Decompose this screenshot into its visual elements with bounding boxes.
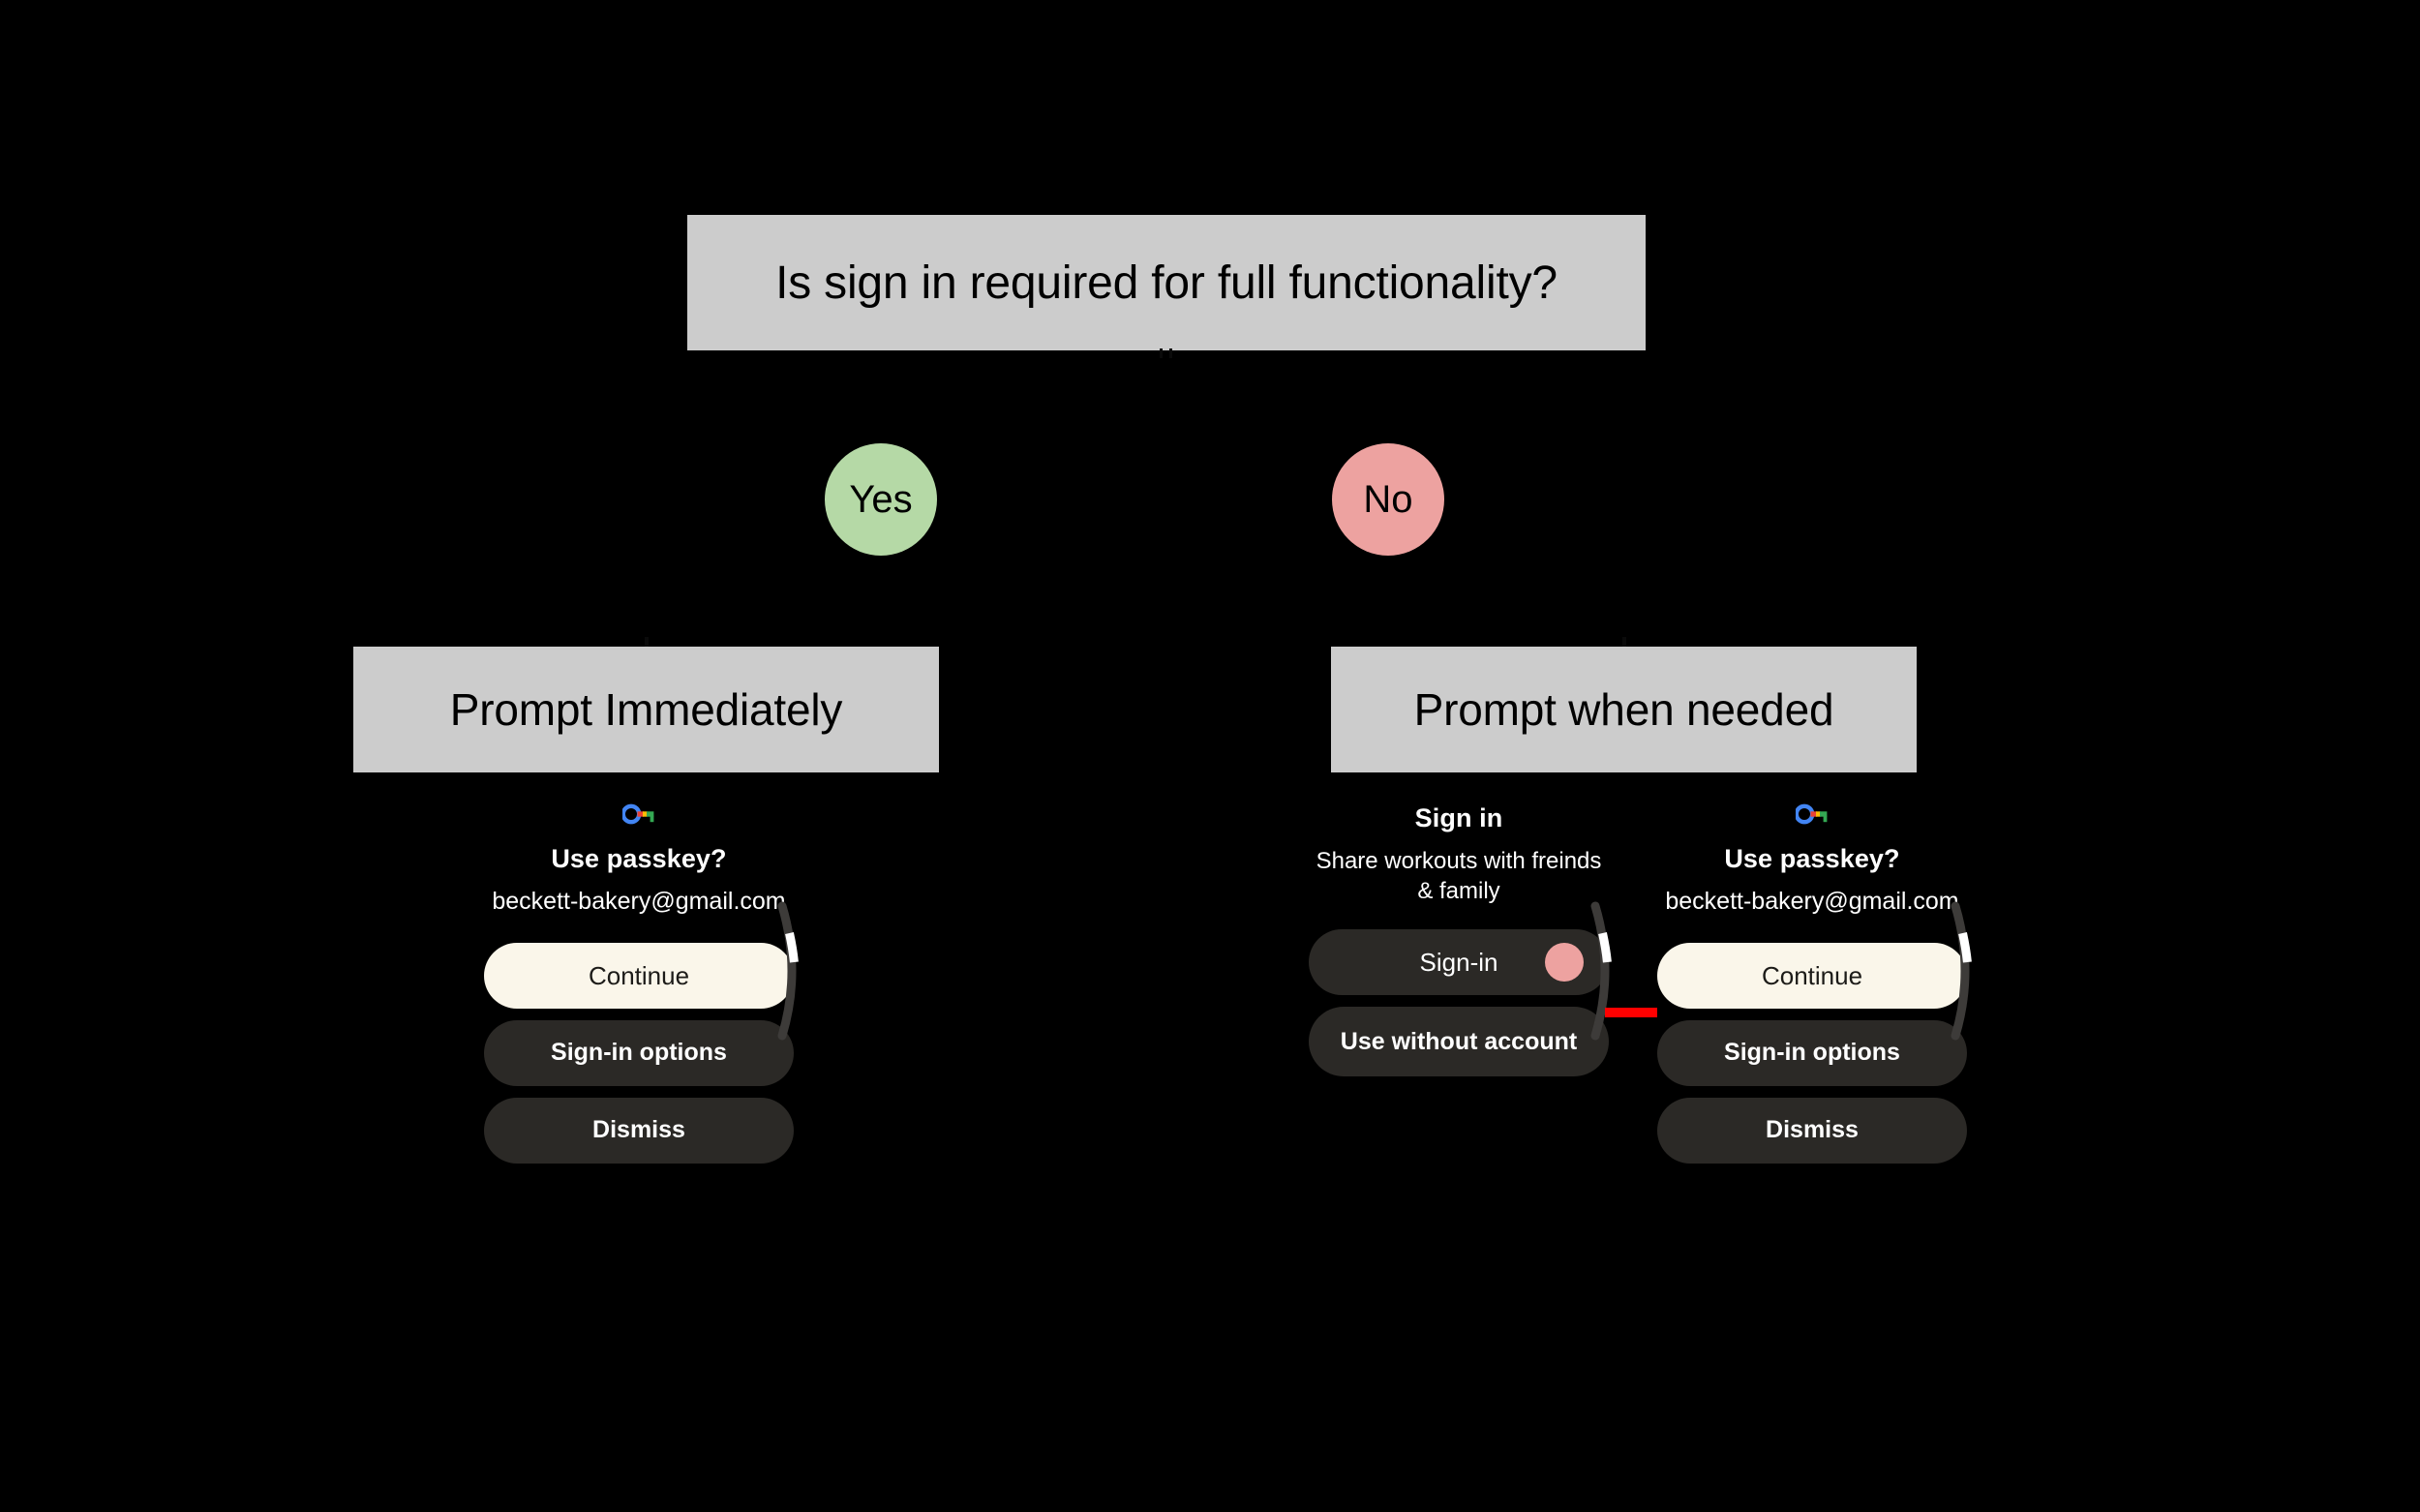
branch-label-yes: Yes bbox=[825, 443, 937, 556]
connector-yes-to-prompt-immediately bbox=[645, 637, 649, 649]
connector-question-to-yes bbox=[1160, 348, 1163, 358]
branch-label-no: No bbox=[1332, 443, 1444, 556]
outcome-box-prompt-immediately: Prompt Immediately bbox=[353, 647, 939, 772]
use-without-account-button[interactable]: Use without account bbox=[1309, 1007, 1609, 1077]
scrollbar-left[interactable] bbox=[772, 898, 815, 1043]
signin-dialog-middle: Sign in Share workouts with freinds & fa… bbox=[1309, 803, 1609, 1307]
connector-no-to-prompt-when-needed bbox=[1622, 637, 1626, 649]
passkey-dialog-left: Use passkey? beckett-bakery@gmail.com Co… bbox=[484, 803, 794, 1307]
sign-in-options-button[interactable]: Sign-in options bbox=[484, 1020, 794, 1087]
continue-button[interactable]: Continue bbox=[484, 943, 794, 1010]
dismiss-button[interactable]: Dismiss bbox=[484, 1098, 794, 1164]
signin-title: Sign in bbox=[1414, 803, 1503, 832]
sign-in-button-label: Sign-in bbox=[1419, 948, 1498, 978]
avatar bbox=[1545, 943, 1584, 983]
dialog-title: Use passkey? bbox=[1724, 844, 1900, 873]
decision-box-question: Is sign in required for full functionali… bbox=[687, 215, 1646, 350]
connector-question-to-no bbox=[1169, 348, 1172, 358]
signin-subtitle: Share workouts with freinds & family bbox=[1316, 848, 1602, 904]
dialog-title: Use passkey? bbox=[551, 844, 727, 873]
dialog-account-email: beckett-bakery@gmail.com bbox=[1665, 888, 1959, 916]
google-passkey-icon bbox=[622, 803, 654, 825]
outcome-box-prompt-when-needed: Prompt when needed bbox=[1331, 647, 1917, 772]
scrollbar-right[interactable] bbox=[1946, 898, 1988, 1043]
passkey-dialog-right: Use passkey? beckett-bakery@gmail.com Co… bbox=[1657, 803, 1967, 1307]
dialog-account-email: beckett-bakery@gmail.com bbox=[492, 888, 786, 916]
continue-button[interactable]: Continue bbox=[1657, 943, 1967, 1010]
sign-in-button[interactable]: Sign-in bbox=[1309, 929, 1609, 996]
google-passkey-icon bbox=[1796, 803, 1828, 825]
dismiss-button[interactable]: Dismiss bbox=[1657, 1098, 1967, 1164]
sign-in-options-button[interactable]: Sign-in options bbox=[1657, 1020, 1967, 1087]
scrollbar-middle[interactable] bbox=[1586, 898, 1628, 1043]
